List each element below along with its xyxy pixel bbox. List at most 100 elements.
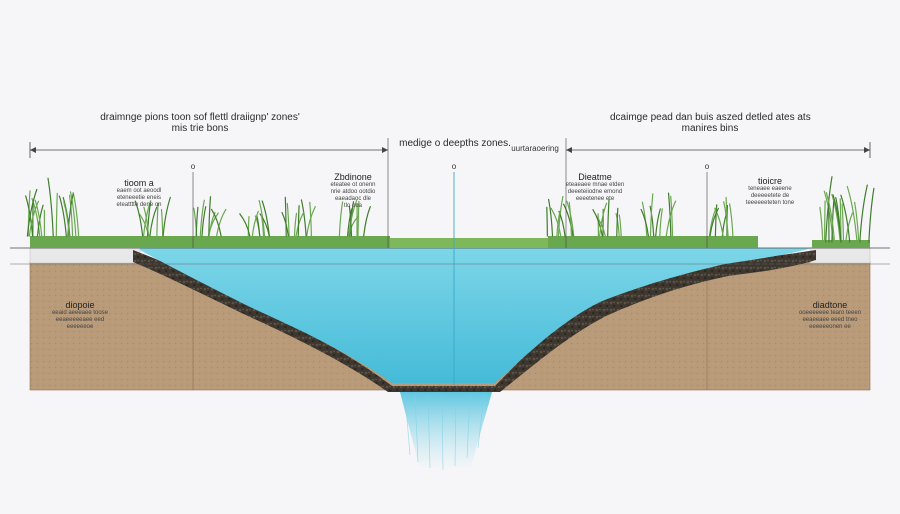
grass-blade: [670, 195, 674, 237]
grass-blade: [649, 193, 654, 237]
grass-blade: [69, 194, 74, 237]
grass-blade: [616, 207, 619, 237]
grass-blade: [357, 200, 360, 237]
grass-blade: [846, 185, 858, 243]
grass-blade: [347, 208, 353, 237]
grass-blade: [841, 203, 845, 243]
zone-right-line-1: teneaee eaeene: [748, 186, 792, 192]
grass-blade: [709, 207, 719, 237]
grass-strip-left: [30, 236, 390, 248]
grass-blade: [261, 200, 270, 237]
grass-blade: [831, 193, 841, 243]
soil-left-line-1: eeaid aeeeaee toose: [51, 310, 109, 316]
grass-blade: [293, 212, 298, 237]
marker-right: o: [704, 162, 710, 171]
grass-blade: [286, 202, 290, 237]
header-center: medige o deepths zones.: [399, 138, 511, 149]
zone-mid-left-line-2: nrie atdoo ootdio: [330, 189, 376, 195]
grass-blade: [216, 208, 227, 237]
marker-left: o: [190, 162, 196, 171]
dimension-arrow-left-end: [382, 147, 388, 153]
grass-blade: [309, 201, 312, 237]
dimension-arrow-right-start: [566, 147, 572, 153]
zone-mid-left-line-1: eteatee ot onenn: [330, 182, 376, 188]
zone-mid-left-title: Zbdinone: [334, 172, 372, 182]
grass-strip-far-right: [812, 240, 870, 248]
zone-right-line-3: teeeeeeteten tone: [745, 200, 795, 206]
grass-blade: [143, 206, 150, 237]
soil-left-line-3: eeeeeeoe: [66, 324, 94, 330]
zone-left-line-1: eaem oot aeoodl: [116, 188, 162, 194]
grass-blade: [655, 208, 661, 237]
soil-right-line-2: eeaeeaee eeed tneo: [802, 317, 858, 323]
grass-blade: [363, 206, 371, 237]
soil-label-left: diopoie eeaid aeeeaee toose eeaeeeeeaee …: [40, 300, 120, 331]
grass-blade: [55, 192, 58, 237]
grass-blade: [134, 200, 144, 237]
zone-right-title: tioicre: [757, 176, 782, 186]
grass-blade: [297, 205, 300, 237]
zone-mid-right-line-2: deeeteiiodne emond: [567, 189, 623, 195]
grass-blade: [251, 210, 259, 237]
grass-blade: [667, 192, 672, 237]
header-left-line2: mis trie bons: [171, 123, 229, 134]
grass-blade: [156, 202, 159, 237]
grass-blade: [563, 203, 574, 237]
grass-blade: [160, 208, 164, 237]
grass-blade: [832, 194, 842, 243]
marker-center: o: [451, 162, 457, 171]
grass-blade: [641, 201, 648, 237]
grass-blade: [640, 208, 649, 237]
header-left-line1: draimnge pions toon sof flettl draiignp'…: [100, 112, 300, 123]
grass-blade: [239, 213, 251, 237]
header-right-line1: dcaimge pead dan buis aszed detled ates …: [610, 112, 811, 123]
grass-tufts: [25, 176, 875, 243]
grass-blade: [649, 205, 655, 237]
zone-left-line-2: eteneeetie eneis: [116, 195, 162, 201]
grass-blade: [548, 198, 554, 237]
grass-blade: [665, 200, 677, 237]
grass-blade: [162, 196, 171, 237]
grass-blade: [854, 201, 860, 243]
grass-blade: [295, 211, 305, 237]
soil-right-title: diadtone: [812, 300, 848, 310]
grass-blade: [725, 196, 728, 237]
drain-outflow: [400, 392, 492, 470]
grass-blade: [615, 213, 620, 237]
grass-blade: [72, 192, 80, 237]
grass-blade: [840, 194, 851, 243]
drain-streaks: [404, 394, 485, 471]
grass-blade: [256, 215, 261, 237]
zone-left-line-3: eteatttte dene on: [116, 202, 162, 208]
grass-blade: [599, 202, 608, 237]
grass-blade: [729, 203, 734, 237]
zone-mid-right-line-1: eteaeaee mnae etden: [565, 182, 625, 188]
grass-blade: [199, 199, 205, 237]
soil-left-line-2: eeaeeeeeaee eed: [55, 317, 105, 323]
water-body: [140, 248, 812, 383]
grass-blade: [284, 196, 287, 237]
zone-mid-right-line-3: eeeetenee ete: [575, 196, 615, 202]
grass-blade: [195, 206, 199, 237]
grass-blade: [26, 188, 38, 237]
grass-blade: [69, 191, 77, 237]
soil-left-title: diopoie: [65, 300, 95, 310]
grass-blade: [618, 214, 622, 237]
grass-strip-center: [390, 238, 548, 248]
grass-blade: [143, 200, 152, 237]
grass-blade: [260, 214, 265, 237]
grass-blade: [824, 200, 826, 243]
grass-blade: [714, 207, 724, 237]
grass-blade: [306, 206, 316, 237]
zone-left-title: tioom a: [124, 178, 154, 188]
grass-blade: [868, 187, 875, 243]
grass-blade: [208, 196, 212, 237]
header-right-line2: manires bins: [681, 123, 739, 134]
grass-blade: [211, 208, 222, 237]
zone-label-right: tioicre teneaee eaeene deeeeetete de tee…: [735, 176, 805, 207]
dimension-arrow-left-start: [30, 147, 36, 153]
zone-mid-right-title: Dieatme: [578, 172, 612, 182]
rim-right: [809, 247, 871, 264]
